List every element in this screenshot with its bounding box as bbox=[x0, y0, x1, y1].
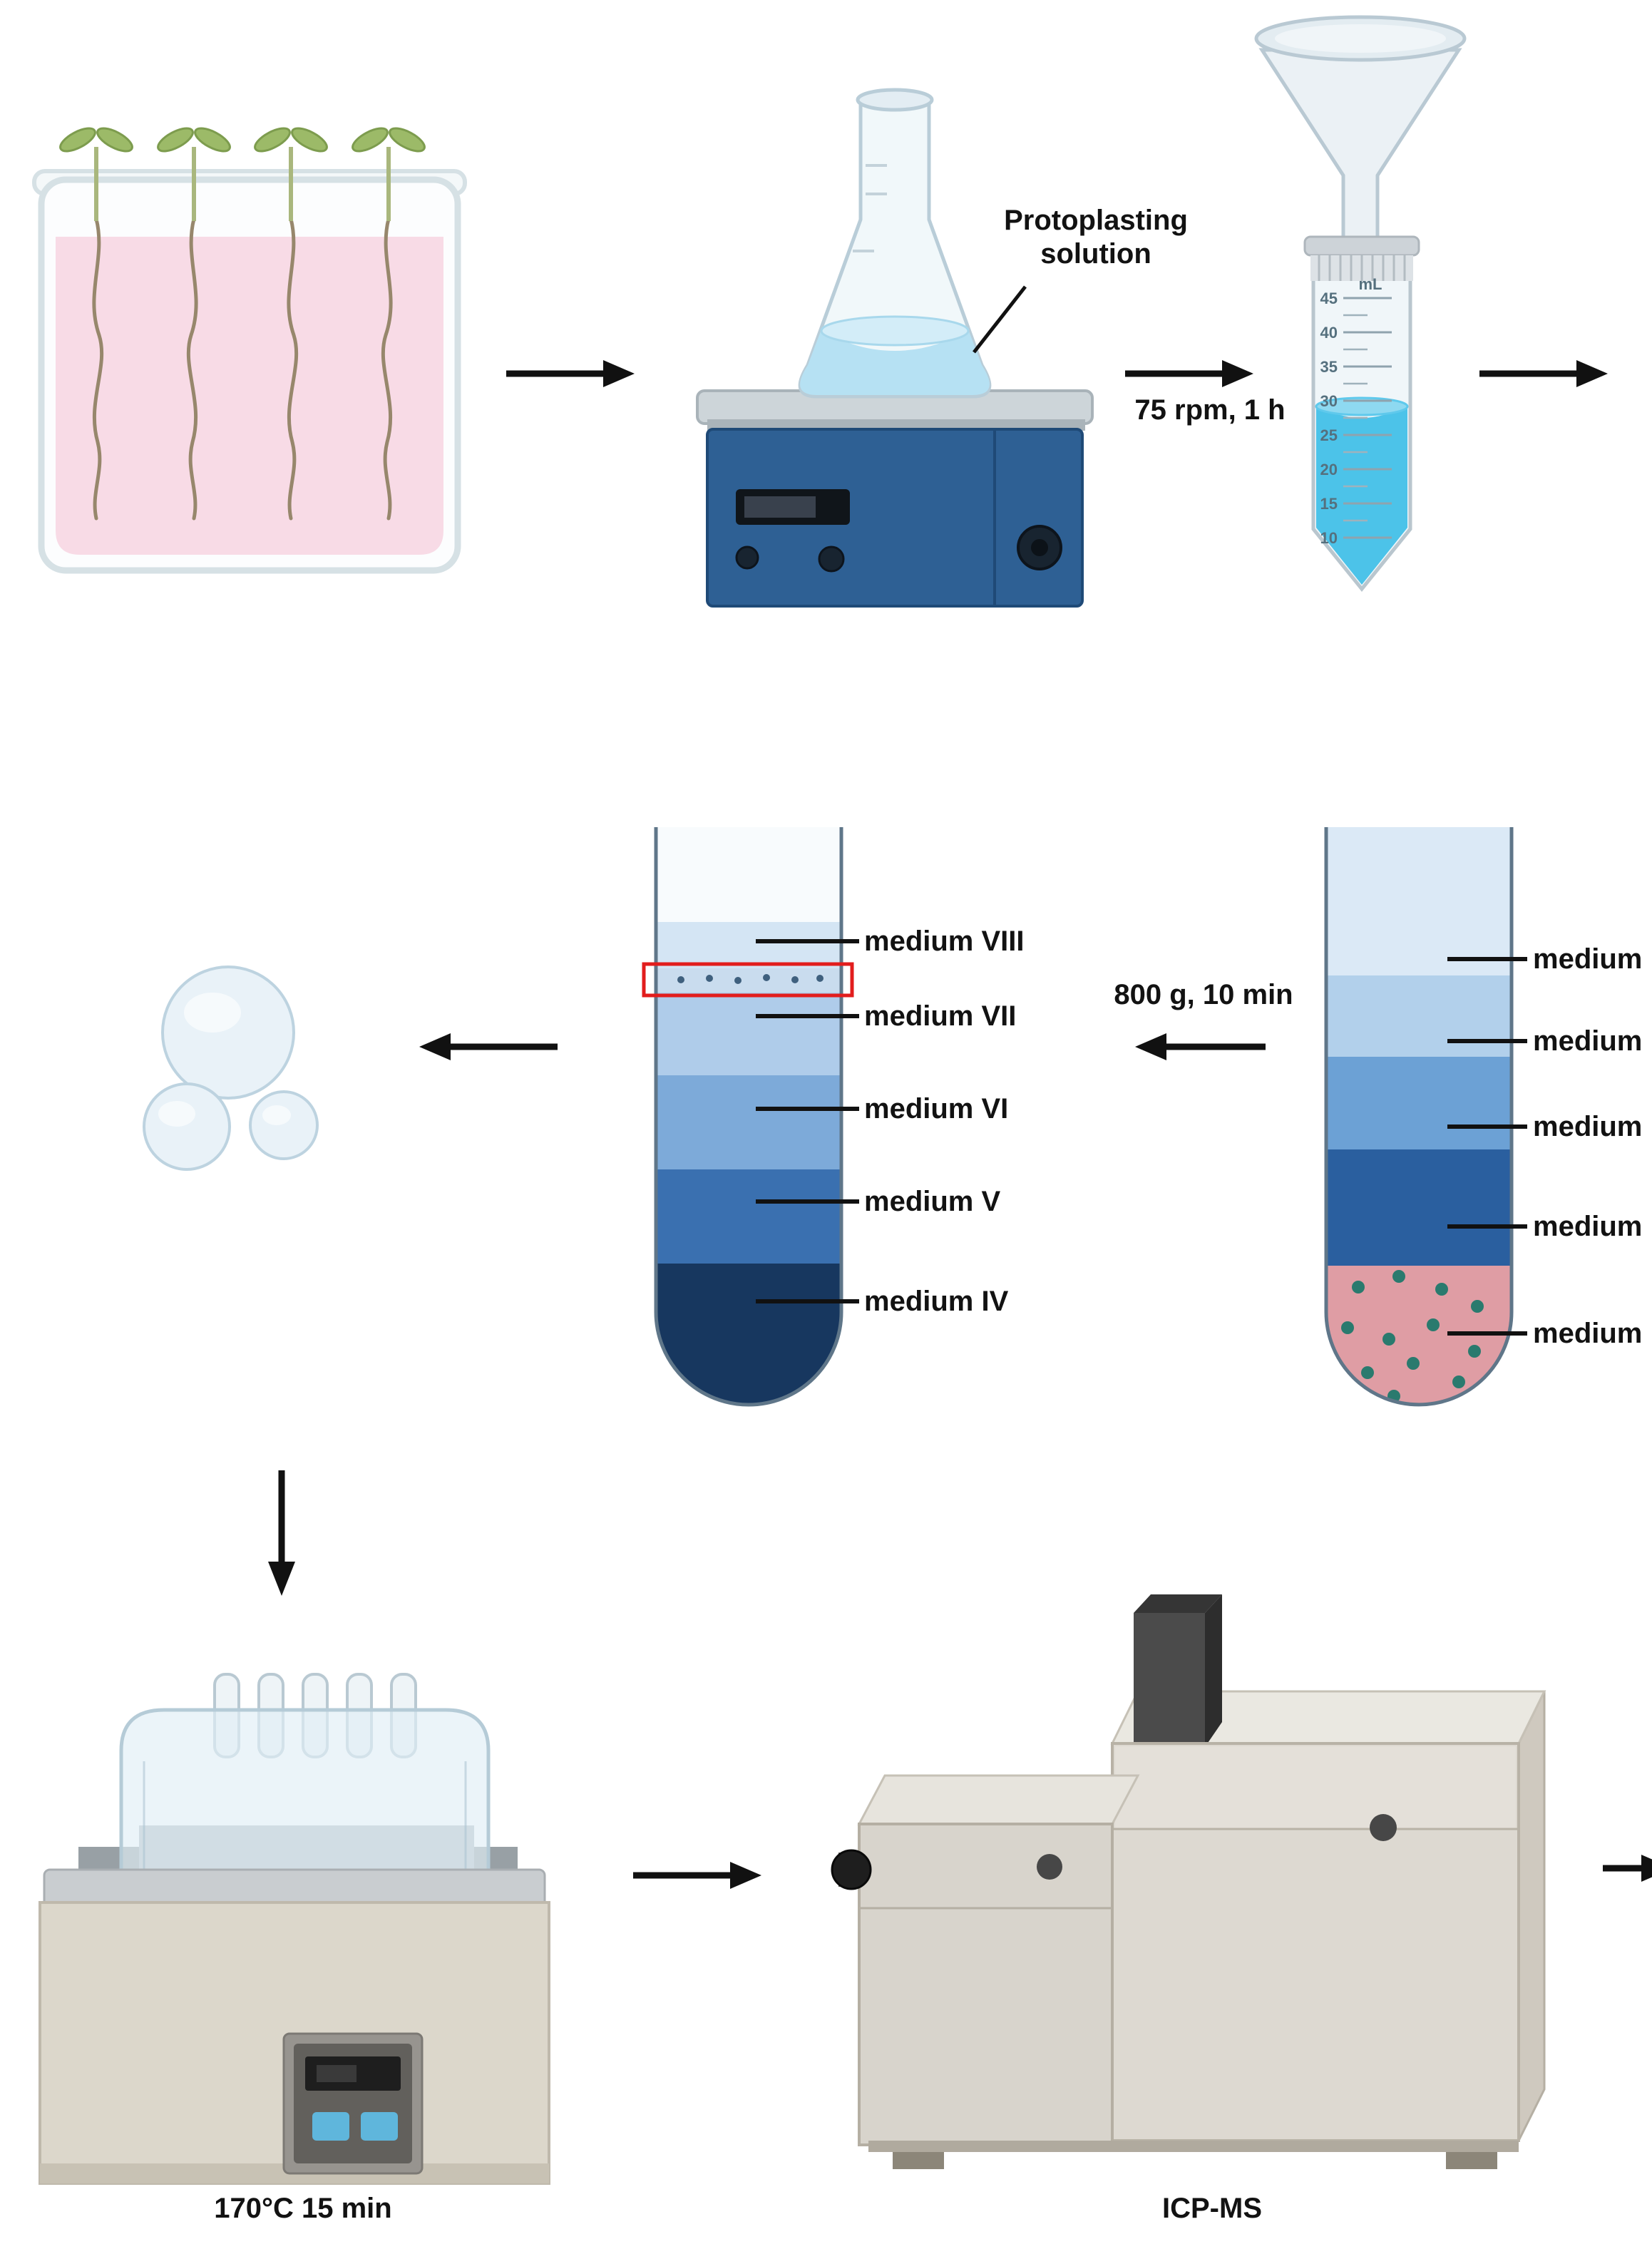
seedling bbox=[157, 127, 231, 521]
icp-side-knob bbox=[831, 1849, 872, 1890]
icp-foot bbox=[893, 2152, 944, 2169]
water-bath bbox=[39, 1673, 550, 2185]
gradient-tube-right bbox=[1324, 827, 1527, 1407]
protoplasting-pointer-line bbox=[973, 285, 1027, 354]
icp-left-top bbox=[857, 1774, 1140, 1825]
tube-flange bbox=[1303, 235, 1420, 257]
medium-right-label-3: medium bbox=[1533, 1111, 1643, 1142]
leaf-icon bbox=[389, 127, 426, 153]
centrifugation-condition-label: 800 g, 10 min bbox=[1114, 979, 1293, 1010]
protoplast-band-highlight-box bbox=[642, 962, 854, 998]
seedling bbox=[352, 127, 426, 521]
tube-liquid bbox=[1316, 405, 1407, 585]
medium-right-label-2: medium bbox=[1533, 1025, 1643, 1057]
tube-grad: 40 bbox=[1320, 324, 1338, 342]
tube-grad: 15 bbox=[1320, 495, 1338, 513]
arrow-right-2 bbox=[1125, 360, 1253, 387]
arrow-right-4 bbox=[633, 1862, 761, 1889]
tube-major-ticks bbox=[1343, 297, 1392, 539]
protoplasting-label-line1: Protoplasting bbox=[1004, 205, 1188, 236]
icp-left-front bbox=[858, 1823, 1114, 2146]
gradient-tube-left bbox=[642, 827, 859, 1407]
protoplast-small bbox=[249, 1090, 319, 1160]
arrow-right-edge bbox=[1603, 1855, 1652, 1882]
medium-iv-label: medium IV bbox=[864, 1286, 1009, 1317]
icp-base bbox=[868, 2141, 1519, 2152]
layer-leader-lines-right bbox=[1447, 957, 1527, 1336]
tube-unit: mL bbox=[1359, 275, 1382, 293]
icp-handle bbox=[1370, 1814, 1397, 1841]
medium-right-label-5: medium bbox=[1533, 1318, 1643, 1349]
leaf-icon bbox=[157, 127, 194, 153]
arrow-right-1 bbox=[506, 360, 635, 387]
icp-right-side bbox=[1517, 1691, 1546, 2141]
leaf-icon bbox=[352, 127, 389, 153]
tube-grad: 20 bbox=[1320, 461, 1338, 478]
bath-button bbox=[312, 2112, 349, 2141]
icp-torch-housing bbox=[1134, 1594, 1222, 1748]
tube-grad: 45 bbox=[1320, 290, 1338, 307]
protoplast-large bbox=[161, 965, 295, 1100]
medium-vi-label: medium VI bbox=[864, 1093, 1009, 1124]
leaf-icon bbox=[59, 127, 96, 153]
icp-foot bbox=[1446, 2152, 1497, 2169]
gradient-layers-left bbox=[656, 827, 841, 1405]
protoplast-medium bbox=[143, 1082, 231, 1171]
leaf-icon bbox=[194, 127, 231, 153]
shaker-knob-small bbox=[735, 545, 759, 570]
flask-graduations bbox=[853, 164, 887, 252]
funnel bbox=[1258, 48, 1462, 250]
shaking-condition-label: 75 rpm, 1 h bbox=[1134, 394, 1286, 426]
tube-grad: 35 bbox=[1320, 358, 1338, 376]
gradient-layers-right bbox=[1326, 827, 1512, 1405]
medium-right-label-1: medium bbox=[1533, 943, 1643, 975]
leaf-icon bbox=[254, 127, 291, 153]
arrow-left-protoplasts bbox=[419, 1033, 558, 1060]
shaker-with-flask bbox=[696, 88, 1094, 608]
seedling bbox=[254, 127, 328, 521]
bath-button bbox=[361, 2112, 398, 2141]
flask-rim bbox=[856, 88, 934, 112]
icp-ms-label: ICP-MS bbox=[1162, 2193, 1262, 2224]
medium-v-label: medium V bbox=[864, 1186, 1001, 1217]
arrow-left-centrifuge bbox=[1135, 1033, 1266, 1060]
protoplasting-label-line2: solution bbox=[1040, 238, 1151, 270]
arrow-down bbox=[268, 1470, 295, 1596]
icp-ms-instrument bbox=[831, 1594, 1546, 2169]
tube-grad: 25 bbox=[1320, 426, 1338, 444]
medium-right-label-4: medium bbox=[1533, 1211, 1643, 1242]
interface-band-dots bbox=[677, 974, 824, 984]
seedling-dish bbox=[32, 127, 467, 574]
medium-vii-label: medium VII bbox=[864, 1000, 1017, 1032]
protoplast-cells bbox=[143, 965, 319, 1171]
tube-minor-ticks bbox=[1343, 314, 1368, 522]
tube-grad: 30 bbox=[1320, 392, 1338, 410]
bath-control-panel bbox=[282, 2032, 424, 2175]
funnel-and-tube: mL 45 40 35 30 25 20 15 10 bbox=[1254, 15, 1467, 592]
water-bath-condition-label: 170°C 15 min bbox=[214, 2193, 392, 2224]
shaker-body bbox=[706, 428, 1084, 608]
medium-viii-label: medium VIII bbox=[864, 926, 1025, 957]
icp-handle bbox=[1037, 1854, 1062, 1880]
leaf-icon bbox=[96, 127, 133, 153]
shaker-knob-small bbox=[818, 545, 845, 573]
tube-grad: 10 bbox=[1320, 529, 1338, 547]
pink-medium-liquid bbox=[56, 237, 443, 555]
arrow-right-3 bbox=[1479, 360, 1608, 387]
leaf-icon bbox=[291, 127, 328, 153]
protoplasting-solution-liquid bbox=[800, 329, 990, 395]
seedling bbox=[59, 127, 133, 521]
bath-transparent-lid bbox=[119, 1708, 491, 1890]
protoplasting-solution-label: Protoplasting solution bbox=[1004, 204, 1188, 271]
layer-leader-lines-left bbox=[756, 939, 859, 1303]
